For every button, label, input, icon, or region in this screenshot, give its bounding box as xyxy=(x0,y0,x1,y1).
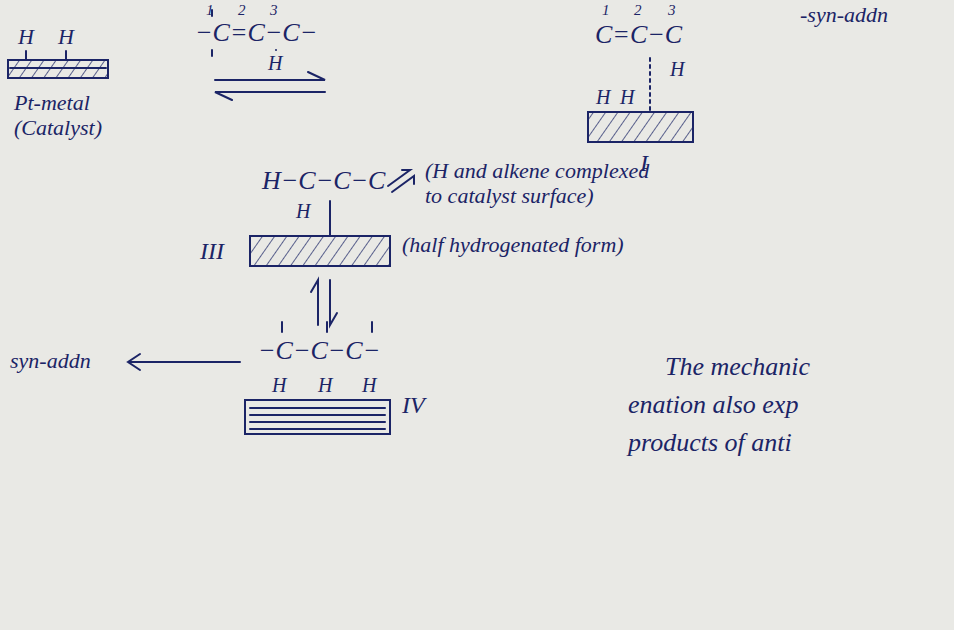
equilibrium-harpoon xyxy=(388,170,410,186)
note-text: products of anti xyxy=(628,428,792,458)
down-harpoon xyxy=(330,280,337,325)
atom-label: H xyxy=(272,374,286,397)
note-text: The mechanic xyxy=(665,352,810,382)
note-text: (half hydrogenated form) xyxy=(402,232,624,257)
carbon-number: 2 xyxy=(634,2,642,19)
carbon-number: 1 xyxy=(602,2,610,19)
up-harpoon xyxy=(311,280,318,325)
syn-label: syn-addn xyxy=(10,348,91,373)
carbon-number: 1 xyxy=(206,2,214,19)
atom-label: H xyxy=(620,86,634,109)
carbon-number: 3 xyxy=(270,2,278,19)
note-text: -syn-addn xyxy=(800,2,888,27)
atom-label: H xyxy=(318,374,332,397)
adsorbed-formula: H−C−C−C xyxy=(262,166,385,196)
atom-label: H xyxy=(670,58,684,81)
atom-label: H xyxy=(58,24,74,49)
catalyst-label: Pt-metal (Catalyst) xyxy=(14,90,124,141)
carbon-number: 3 xyxy=(668,2,676,19)
atom-label: H xyxy=(296,200,310,223)
catalyst-plate xyxy=(588,112,693,142)
note-text: enation also exp xyxy=(628,390,798,420)
alkene-formula: C=C−C xyxy=(595,20,682,50)
reverse-harpoon xyxy=(215,92,325,100)
syn-arrow xyxy=(128,354,240,370)
alkane-formula: −C−C−C− xyxy=(258,336,380,366)
carbon-number: 2 xyxy=(238,2,246,19)
catalyst-plate xyxy=(8,60,108,78)
stage-number: IV xyxy=(402,392,425,420)
atom-label: H xyxy=(362,374,376,397)
atom-label: H xyxy=(596,86,610,109)
note-text: (H and alkene complexed to catalyst surf… xyxy=(425,158,660,209)
alkene-formula: −C=C−C− xyxy=(195,18,317,48)
catalyst-plate xyxy=(250,236,390,266)
catalyst-plate xyxy=(245,400,390,434)
atom-label: H xyxy=(18,24,34,49)
atom-label: H xyxy=(268,52,282,75)
stage-number: III xyxy=(200,238,224,266)
